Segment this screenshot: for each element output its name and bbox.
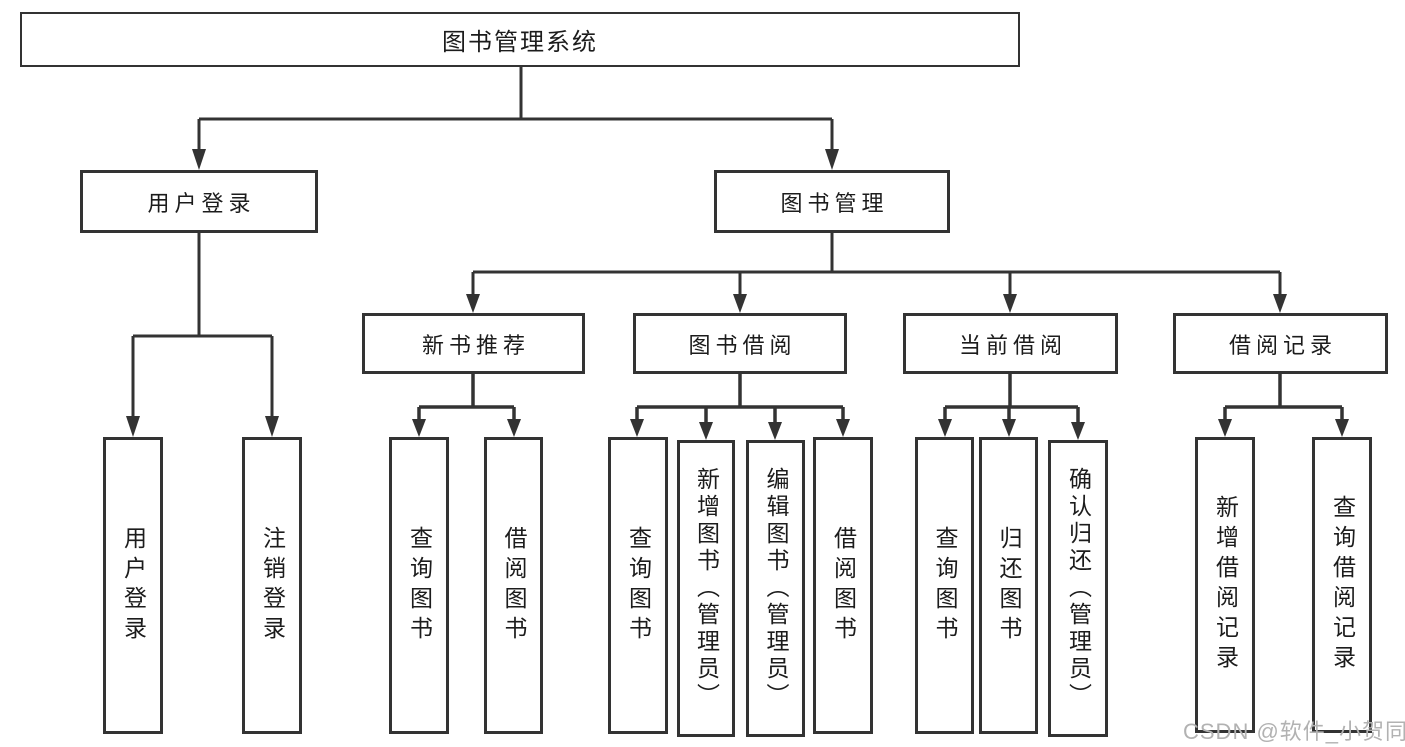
node-borrow-edit-books: 编辑图书（管理员） xyxy=(746,440,805,737)
node-recommend-query-books-label: 查询图书 xyxy=(406,525,433,646)
node-current-confirm-return-label: 确认归还（管理员） xyxy=(1065,467,1092,710)
node-current-query-books-label: 查询图书 xyxy=(932,525,958,646)
node-current-query-books: 查询图书 xyxy=(915,437,974,734)
node-library-management-system-label: 图书管理系统 xyxy=(442,29,598,56)
node-user-login-label: 用户登录 xyxy=(147,190,256,216)
csdn-watermark: CSDN @软件_小贺同学 xyxy=(1183,719,1405,744)
node-new-book-recommend-label: 新书推荐 xyxy=(421,332,530,358)
node-leaf-logout-label: 注销登录 xyxy=(259,525,286,646)
node-borrow-records: 借阅记录 xyxy=(1173,313,1388,374)
node-current-borrow: 当前借阅 xyxy=(903,313,1118,374)
node-current-return-books: 归还图书 xyxy=(979,437,1038,734)
node-borrow-query-books: 查询图书 xyxy=(608,437,668,734)
node-book-borrow: 图书借阅 xyxy=(633,313,847,374)
node-borrow-add-books-label: 新增图书（管理员） xyxy=(693,467,720,710)
node-borrow-query-books-label: 查询图书 xyxy=(625,525,652,646)
node-records-query-record: 查询借阅记录 xyxy=(1312,437,1372,733)
node-recommend-borrow-books: 借阅图书 xyxy=(484,437,543,734)
node-current-confirm-return: 确认归还（管理员） xyxy=(1048,440,1108,737)
node-borrow-borrow-books-label: 借阅图书 xyxy=(830,525,857,646)
node-book-management-label: 图书管理 xyxy=(780,190,889,216)
node-leaf-user-login: 用户登录 xyxy=(103,437,163,734)
node-records-add-record: 新增借阅记录 xyxy=(1195,437,1255,733)
node-records-query-record-label: 查询借阅记录 xyxy=(1329,495,1356,675)
node-borrow-records-label: 借阅记录 xyxy=(1228,332,1337,358)
node-new-book-recommend: 新书推荐 xyxy=(362,313,585,374)
node-current-borrow-label: 当前借阅 xyxy=(958,332,1067,358)
node-borrow-edit-books-label: 编辑图书（管理员） xyxy=(763,467,789,710)
node-borrow-add-books: 新增图书（管理员） xyxy=(677,440,735,737)
node-book-borrow-label: 图书借阅 xyxy=(688,332,797,358)
node-records-add-record-label: 新增借阅记录 xyxy=(1212,495,1239,675)
node-recommend-borrow-books-label: 借阅图书 xyxy=(501,525,527,646)
arrowhead-icons xyxy=(126,149,1349,440)
node-leaf-user-login-label: 用户登录 xyxy=(120,525,147,646)
node-book-management: 图书管理 xyxy=(714,170,950,233)
node-borrow-borrow-books: 借阅图书 xyxy=(813,437,873,734)
node-leaf-logout: 注销登录 xyxy=(242,437,302,734)
node-current-return-books-label: 归还图书 xyxy=(996,525,1022,646)
node-user-login: 用户登录 xyxy=(80,170,318,233)
node-library-management-system: 图书管理系统 xyxy=(20,12,1020,67)
node-recommend-query-books: 查询图书 xyxy=(389,437,449,734)
